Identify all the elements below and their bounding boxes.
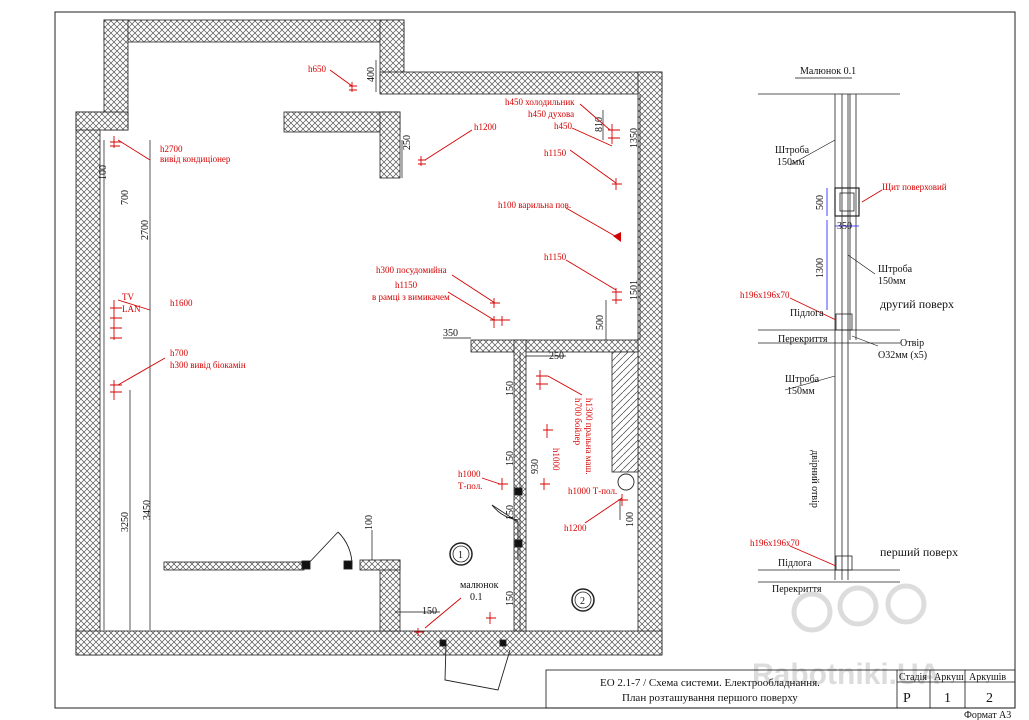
title-sheets: 2 [986, 691, 993, 706]
dim-250-room: 250 [549, 351, 564, 362]
watermark-text: Rabotniki.UA [752, 658, 940, 691]
detail-pidloga-top: Підлога [790, 308, 824, 319]
title-block [545, 669, 1016, 709]
label-h1150-b: h1150 [544, 252, 567, 262]
label-h1150-a: h1150 [544, 148, 567, 158]
annotation-texts: h650 h2700 вивід кондиціонер TV LAN h160… [122, 64, 617, 603]
label-h300-bio: h300 вивід біокамін [170, 360, 246, 370]
marker-1: 1 [458, 550, 463, 561]
label-h450: h450 [554, 121, 573, 131]
detail-box-top: h196x196x70 [740, 290, 790, 300]
detail-shtroba-low: Штроба [785, 374, 820, 385]
label-h650: h650 [308, 64, 327, 74]
title-line-1: ЕО 2.1-7 / Схема системи. Електрообладна… [600, 677, 820, 689]
label-h700-boiler: h700 бойлер [573, 398, 583, 446]
title-header-sheets: Аркушів [969, 672, 1006, 683]
detail-shtroba-top-size: 150мм [777, 157, 805, 168]
detail-dim-350: 350 [837, 221, 852, 232]
dim-150-wall: 150 [505, 381, 516, 396]
dim-100: 100 [98, 165, 109, 180]
watermark: Rabotniki.UA [752, 583, 940, 691]
detail-otvir: Отвір [900, 338, 924, 349]
detail-shtroba-low-size: 150мм [787, 386, 815, 397]
detail-shtroba-top: Штроба [775, 145, 810, 156]
title-stage: Р [903, 691, 911, 706]
dim-1501: 1501 [629, 280, 640, 300]
dimension-lines [103, 60, 641, 631]
label-malunok: малюнок [460, 580, 499, 591]
dim-930: 930 [530, 459, 541, 474]
label-h1150-c: h1150 [395, 280, 418, 290]
detail-perekryttia-bottom: Перекриття [772, 584, 822, 595]
drawing-frame [54, 11, 1016, 709]
detail-shield: Щит поверховий [882, 182, 947, 192]
dim-3250: 3250 [120, 512, 131, 532]
label-h450-fridge: h450 холодильник [505, 97, 575, 107]
dim-100-room: 100 [625, 512, 636, 527]
label-h1200-top: h1200 [474, 122, 497, 132]
label-h1000-right: h1000 Т-пол. [568, 486, 617, 496]
label-h700: h700 [170, 348, 189, 358]
detail-box-bottom: h196x196x70 [750, 538, 800, 548]
detail-dim-500: 500 [815, 195, 826, 210]
label-h300-dish: h300 посудомийна [376, 265, 447, 275]
dim-250: 250 [402, 135, 413, 150]
detail-title: Малюнок 0.1 [800, 66, 856, 77]
dim-500: 500 [595, 315, 606, 330]
dim-700: 700 [120, 190, 131, 205]
dim-2700: 2700 [140, 220, 151, 240]
numbered-markers: 1 2 [449, 473, 635, 612]
doors [301, 487, 523, 691]
label-h1000-vertical: h1000 [551, 448, 561, 471]
dimension-texts: 400 250 100 700 2700 3250 3450 100 150 1… [98, 67, 640, 617]
dim-150-door: 150 [422, 606, 437, 617]
title-sheet: 1 [944, 691, 951, 706]
detail-floor-2: другий поверх [880, 297, 954, 311]
label-h100-hob: h100 варильна пов. [498, 200, 571, 210]
dim-350: 350 [443, 328, 458, 339]
label-tv: TV [122, 292, 134, 302]
detail-otvir-size: О32мм (х5) [878, 350, 927, 361]
hob-outlet-marker [613, 232, 621, 242]
dim-1350: 1350 [629, 128, 640, 148]
label-h2700-note: вивід кондиціонер [160, 154, 231, 164]
title-format: Формат А3 [964, 710, 1011, 720]
detail-perekryttia-top: Перекриття [778, 334, 828, 345]
dim-150-low: 150 [505, 591, 516, 606]
dim-810: 810 [594, 117, 605, 132]
label-h1600: h1600 [170, 298, 193, 308]
shaft-zone [611, 351, 639, 473]
title-header-stage: Стадія [899, 672, 927, 683]
dim-150-upper: 150 [505, 451, 516, 466]
leader-lines [117, 69, 623, 629]
dim-150-mid: 150 [505, 505, 516, 520]
label-lan: LAN [122, 304, 141, 314]
detail-dim-1300: 1300 [815, 258, 826, 278]
detail-shtroba-mid: Штроба [878, 264, 913, 275]
dim-400: 400 [366, 67, 377, 82]
detail-floor-1: перший поверх [880, 545, 958, 559]
detail-vertical-note: двірний отвір [809, 450, 820, 508]
title-header-sheet: Аркуш [934, 672, 964, 683]
marker-2: 2 [580, 596, 585, 607]
detail-pidloga-bottom: Підлога [778, 558, 812, 569]
label-h1000-left: h1000 [458, 469, 481, 479]
label-h2700: h2700 [160, 144, 183, 154]
label-h1300-washer: h1300 пральна маш. [584, 398, 594, 475]
label-h1150-c-note: в рамці з вимикачем [372, 292, 450, 302]
label-h1200-bottom: h1200 [564, 523, 587, 533]
detail-section: Малюнок 0.1 [740, 66, 958, 595]
outlet-symbols [110, 82, 628, 636]
label-malunok-num: 0.1 [470, 592, 483, 603]
title-line-2: План розташування першого поверху [622, 692, 798, 704]
walls [75, 19, 663, 656]
dim-3450: 3450 [142, 500, 153, 520]
dim-100-door: 100 [364, 515, 375, 530]
detail-shtroba-mid-size: 150мм [878, 276, 906, 287]
label-h1000-left-note: Т-пол. [458, 481, 482, 491]
label-h450-oven: h450 духова [528, 109, 574, 119]
